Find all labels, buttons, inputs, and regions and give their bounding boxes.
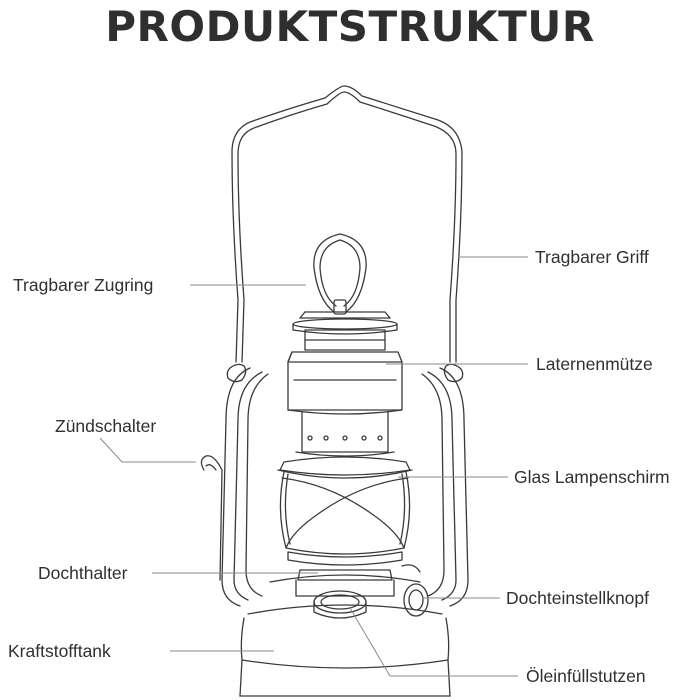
page-title: PRODUKTSTRUKTUR bbox=[105, 2, 595, 51]
label-dochteinstellknopf: Dochteinstellknopf bbox=[506, 588, 649, 608]
label-dochthalter: Dochthalter bbox=[38, 563, 128, 583]
ignition-hook bbox=[200, 455, 223, 581]
label-oeleinfuellstutzen: Öleinfüllstutzen bbox=[526, 666, 646, 686]
leader-zuendschalter bbox=[99, 437, 196, 463]
label-kraftstofftank: Kraftstofftank bbox=[8, 641, 111, 661]
fuel-tank bbox=[239, 604, 451, 697]
carrying-handle bbox=[231, 85, 463, 363]
label-laternenmuetze: Laternenmütze bbox=[536, 354, 653, 374]
guard-wires bbox=[277, 469, 413, 549]
side-frame-left bbox=[221, 363, 269, 607]
label-zuendschalter: Zündschalter bbox=[55, 416, 157, 436]
pull-ring bbox=[313, 233, 367, 315]
glass-globe bbox=[279, 456, 411, 566]
label-tragbarer-griff: Tragbarer Griff bbox=[535, 247, 649, 267]
oil-filler-cap bbox=[313, 590, 367, 619]
side-frame-right bbox=[421, 363, 469, 607]
leader-oel bbox=[349, 607, 518, 677]
wick-holder bbox=[269, 564, 421, 597]
label-glas-lampenschirm: Glas Lampenschirm bbox=[514, 467, 670, 487]
lantern-hood bbox=[287, 351, 403, 415]
label-tragbarer-zugring: Tragbarer Zugring bbox=[13, 275, 154, 295]
top-cap bbox=[292, 311, 398, 351]
vent-tube bbox=[295, 411, 395, 457]
